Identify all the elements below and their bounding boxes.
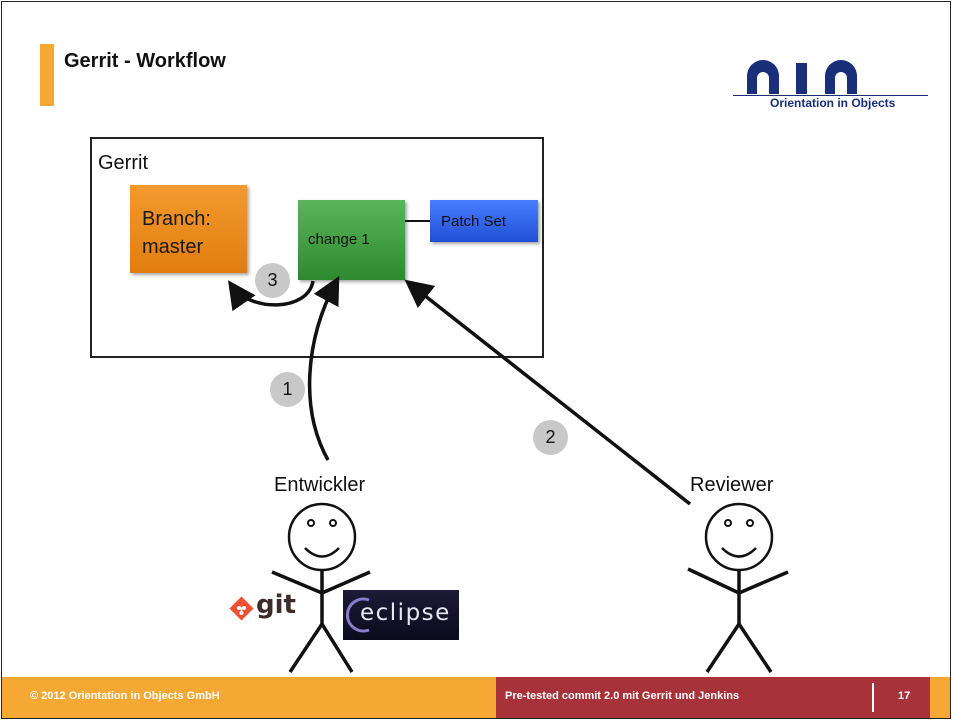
eclipse-wordmark: eclipse (360, 600, 451, 626)
footer-subject-bar: Pre-tested commit 2.0 mit Gerrit und Jen… (496, 677, 930, 718)
page-number: 17 (898, 690, 911, 702)
developer-eye-right (329, 519, 337, 527)
step-2-badge: 2 (533, 420, 568, 455)
git-diamond-icon (229, 596, 254, 621)
reviewer-figure (687, 502, 789, 673)
patch-set-label: Patch Set (441, 213, 507, 230)
git-wordmark: git (256, 590, 296, 620)
push-arrow (307, 275, 340, 461)
reviewer-label: Reviewer (690, 474, 774, 496)
logo-underline (733, 95, 928, 96)
eclipse-logo: eclipse (343, 590, 459, 640)
branch-label: Branch: master (142, 208, 211, 258)
reviewer-eye-right (746, 519, 754, 527)
step-1-badge: 1 (270, 372, 305, 407)
logo-tagline: Orientation in Objects (770, 96, 896, 110)
change-label: change 1 (308, 231, 370, 248)
change-box: change 1 (298, 200, 405, 280)
git-logo: git (229, 590, 311, 626)
developer-figure (271, 502, 371, 673)
developer-eye-left (307, 519, 315, 527)
step-3-badge: 3 (255, 263, 290, 298)
footer-tail (930, 677, 950, 718)
branch-master-box: Branch: master (130, 185, 247, 273)
footer-subject: Pre-tested commit 2.0 mit Gerrit und Jen… (505, 690, 740, 702)
reviewer-eye-left (724, 519, 732, 527)
gerrit-label: Gerrit (98, 152, 148, 174)
title-accent-bar (40, 44, 54, 106)
slide-title: Gerrit - Workflow (64, 50, 226, 72)
footer-divider (872, 683, 874, 712)
merge-arrow (228, 280, 315, 312)
oio-logo (747, 60, 857, 94)
footer-copyright: © 2012 Orientation in Objects GmbH (30, 690, 220, 702)
developer-label: Entwickler (274, 474, 366, 496)
eclipse-arc-icon (346, 597, 370, 633)
footer-copyright-bar: © 2012 Orientation in Objects GmbH (2, 677, 496, 718)
patch-set-box: Patch Set (430, 200, 538, 242)
review-arrow (404, 279, 692, 506)
